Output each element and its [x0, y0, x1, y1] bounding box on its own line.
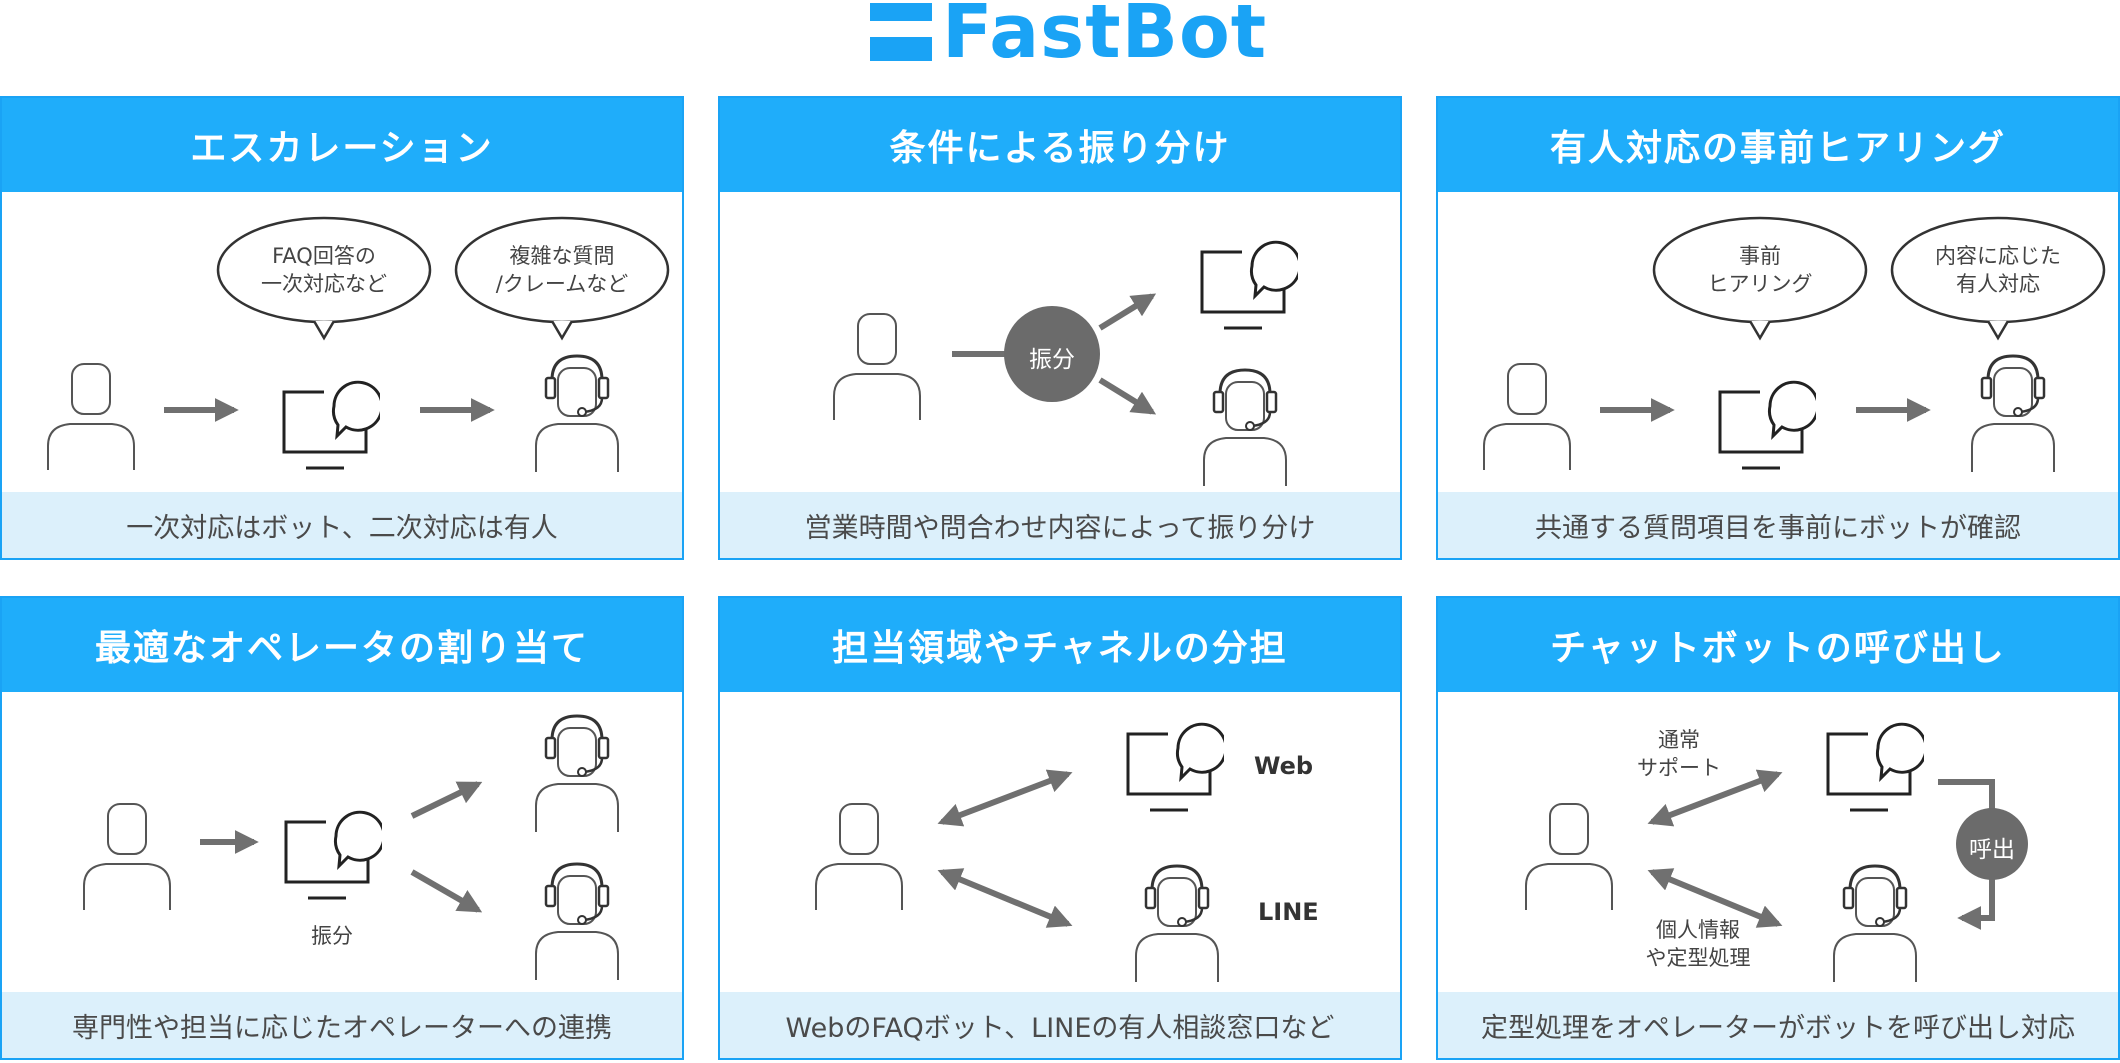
personal-info-label: 個人情報や定型処理 [1645, 918, 1751, 970]
panel-escalation: エスカレーション FAQ回答の一次対応など 複雑な質問/クレームなど 一次対応は… [0, 96, 684, 560]
channel-label-web: Web [1254, 752, 1314, 780]
speech-bubble [216, 216, 432, 341]
panel-conditional-routing: 条件による振り分け 振分 営業時間や問合わせ内容によって振り分け [718, 96, 1402, 560]
bidirectional-arrow-icon [1647, 868, 1783, 928]
user-icon [1483, 363, 1571, 471]
chatbot-call-diagram: 通常サポート 個人情報や定型処理 呼出 [1438, 692, 2118, 992]
chatbot-monitor-icon [1718, 380, 1816, 470]
normal-support-label: 通常サポート [1637, 728, 1721, 780]
operator-icon [1970, 354, 2056, 474]
routing-circle-label: 振分 [1029, 347, 1075, 373]
fastbot-logo: FastBot [870, 0, 1266, 74]
assignment-diagram: 振分 [2, 692, 682, 992]
chatbot-monitor-icon [1826, 722, 1924, 812]
panel-pre-hearing: 有人対応の事前ヒアリング 事前ヒアリング 内容に応じた有人対応 共通する質問項目… [1436, 96, 2120, 560]
channel-label-line: LINE [1258, 898, 1319, 926]
call-circle-icon [1956, 808, 2028, 880]
panel-title: 条件による振り分け [720, 98, 1400, 192]
operator-icon [1832, 864, 1918, 984]
arrow-icon [410, 869, 483, 913]
panel-footer: 営業時間や問合わせ内容によって振り分け [720, 492, 1400, 558]
routing-circle-icon [1004, 306, 1100, 402]
panel-footer: WebのFAQボット、LINEの有人相談窓口など [720, 992, 1400, 1058]
operator-icon [534, 714, 620, 834]
pre-hearing-diagram: 事前ヒアリング 内容に応じた有人対応 [1438, 192, 2118, 492]
panel-footer: 専門性や担当に応じたオペレーターへの連携 [2, 992, 682, 1058]
panel-title: エスカレーション [2, 98, 682, 192]
bubble-label-pre-hearing: 事前ヒアリング [1707, 244, 1813, 296]
routing-diagram: 振分 [720, 192, 1400, 492]
bubble-label-faq: FAQ回答の一次対応など [261, 244, 387, 296]
chatbot-monitor-icon [1126, 722, 1224, 812]
panel-operator-assignment: 最適なオペレータの割り当て 振分 専門性や担当に応じたオペレーターへの連携 [0, 596, 684, 1060]
bidirectional-arrow-icon [1647, 769, 1783, 827]
panel-chatbot-call: チャットボットの呼び出し 通常サポート 個人情報や定型処理 呼出 定型処理をオペ… [1436, 596, 2120, 1060]
speech-bubble [1652, 216, 1868, 341]
panel-title: 有人対応の事前ヒアリング [1438, 98, 2118, 192]
arrow-icon [410, 781, 483, 819]
panel-footer: 定型処理をオペレーターがボットを呼び出し対応 [1438, 992, 2118, 1058]
operator-icon [1202, 368, 1288, 488]
bidirectional-arrow-icon [937, 868, 1073, 928]
panel-title: 最適なオペレータの割り当て [2, 598, 682, 692]
panel-title: 担当領域やチャネルの分担 [720, 598, 1400, 692]
panel-title: チャットボットの呼び出し [1438, 598, 2118, 692]
panel-footer: 共通する質問項目を事前にボットが確認 [1438, 492, 2118, 558]
bubble-label-operator: 内容に応じた有人対応 [1935, 244, 2061, 296]
operator-icon [534, 354, 620, 474]
arrow-icon [1098, 293, 1157, 331]
arrow-icon [1098, 377, 1157, 415]
logo-mark-icon [870, 37, 932, 61]
speech-bubble [1890, 216, 2106, 341]
logo-mark-icon [870, 3, 932, 21]
call-circle-label: 呼出 [1969, 837, 2015, 863]
user-icon [1525, 803, 1613, 911]
panel-footer: 一次対応はボット、二次対応は有人 [2, 492, 682, 558]
panel-channel-division: 担当領域やチャネルの分担 Web LINE WebのFAQボット、LINEの有人… [718, 596, 1402, 1060]
user-icon [815, 803, 903, 911]
chatbot-monitor-icon [284, 810, 382, 900]
operator-icon [1134, 864, 1220, 984]
chatbot-monitor-icon [282, 380, 380, 470]
assignment-caption: 振分 [311, 924, 353, 948]
bidirectional-arrow-icon [937, 769, 1073, 827]
logo-text: FastBot [942, 0, 1268, 75]
user-icon [83, 803, 171, 911]
chatbot-monitor-icon [1200, 240, 1298, 330]
user-icon [47, 363, 135, 471]
speech-bubble [454, 216, 670, 341]
user-icon [833, 313, 921, 421]
operator-icon [534, 862, 620, 982]
channel-diagram: Web LINE [720, 692, 1400, 992]
bubble-label-complex: 複雑な質問/クレームなど [495, 244, 629, 296]
escalation-diagram: FAQ回答の一次対応など 複雑な質問/クレームなど [2, 192, 682, 492]
